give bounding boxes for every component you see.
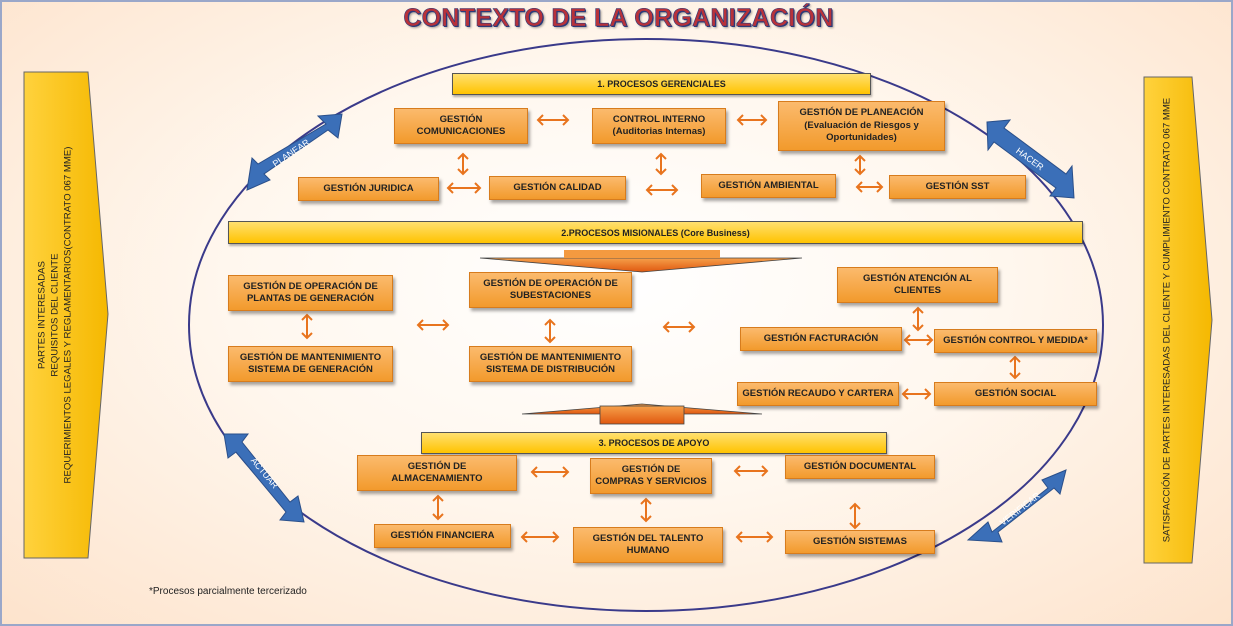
arrow-head: [640, 515, 652, 523]
box-mantenimiento-distribucion: GESTIÓN DE MANTENIMIENTO SISTEMA DE DIST…: [469, 346, 632, 382]
arrow-head: [432, 494, 444, 502]
arrow-head: [432, 513, 444, 521]
arrow-head: [735, 531, 743, 543]
arrow-head: [301, 313, 313, 321]
apoyo-bar: 3. PROCESOS DE APOYO: [421, 432, 887, 454]
box-sst: GESTIÓN SST: [889, 175, 1026, 199]
arrow-head: [544, 318, 556, 326]
arrow-head: [536, 114, 544, 126]
gerenciales-bar: 1. PROCESOS GERENCIALES: [452, 73, 871, 95]
arrow-head: [416, 319, 424, 331]
left-panel-shape: [23, 71, 109, 559]
arrow-head: [760, 114, 768, 126]
left-panel-text: PARTES INTERESADAS REQUISITOS DEL CLIENT…: [36, 146, 74, 484]
arrow-head: [849, 502, 861, 510]
arrow-head: [520, 531, 528, 543]
arrow-head: [457, 168, 469, 176]
arrow-head: [446, 182, 454, 194]
box-comunicaciones: GESTIÓN COMUNICACIONES: [394, 108, 528, 144]
arrow-head: [688, 321, 696, 333]
box-talento-humano: GESTIÓN DEL TALENTO HUMANO: [573, 527, 723, 563]
box-planeacion: GESTIÓN DE PLANEACIÓN (Evaluación de Rie…: [778, 101, 945, 151]
arrow-head: [530, 466, 538, 478]
arrow-head: [854, 154, 866, 162]
arrow-head: [912, 306, 924, 314]
arrow-head: [645, 184, 653, 196]
box-juridica: GESTIÓN JURIDICA: [298, 177, 439, 201]
up-section-arrow-body: [599, 405, 685, 425]
box-compras: GESTIÓN DE COMPRAS Y SERVICIOS: [590, 458, 712, 494]
arrow-head: [733, 465, 741, 477]
arrow-head: [640, 497, 652, 505]
right-panel-shape: [1143, 76, 1213, 564]
arrow-head: [562, 114, 570, 126]
arrow-head: [562, 466, 570, 478]
footnote: *Procesos parcialmente tercerizado: [149, 586, 307, 597]
arrow-head: [849, 522, 861, 530]
box-operacion-plantas: GESTIÓN DE OPERACIÓN DE PLANTAS DE GENER…: [228, 275, 393, 311]
box-recaudo-cartera: GESTIÓN RECAUDO Y CARTERA: [737, 382, 899, 406]
hacer-cycle-arrow: [986, 119, 1075, 199]
arrow-head: [924, 388, 932, 400]
arrow-head: [1009, 372, 1021, 380]
box-calidad: GESTIÓN CALIDAD: [489, 176, 626, 200]
box-financiera: GESTIÓN FINANCIERA: [374, 524, 511, 548]
planear-cycle-arrow: [246, 113, 343, 191]
box-almacenamiento: GESTIÓN DE ALMACENAMIENTO: [357, 455, 517, 491]
context-ring: [188, 38, 1104, 612]
arrow-head: [903, 334, 911, 346]
arrow-head: [901, 388, 909, 400]
actuar-cycle-arrow: [223, 433, 305, 523]
box-control-interno: CONTROL INTERNO (Auditorias Internas): [592, 108, 726, 144]
arrow-head: [1009, 355, 1021, 363]
arrow-head: [457, 152, 469, 160]
down-section-arrow-body: [564, 250, 720, 258]
arrow-head: [474, 182, 482, 194]
right-panel: SATISFACCIÓN DE PARTES INTERESADAS DEL C…: [1144, 77, 1192, 563]
box-facturacion: GESTIÓN FACTURACIÓN: [740, 327, 902, 351]
arrow-head: [655, 152, 667, 160]
box-atencion-clientes: GESTIÓN ATENCIÓN AL CLIENTES: [837, 267, 998, 303]
box-mantenimiento-generacion: GESTIÓN DE MANTENIMIENTO SISTEMA DE GENE…: [228, 346, 393, 382]
arrow-head: [442, 319, 450, 331]
page-title: CONTEXTO DE LA ORGANIZACIÓN: [403, 4, 834, 33]
box-documental: GESTIÓN DOCUMENTAL: [785, 455, 935, 479]
box-control-medida: GESTIÓN CONTROL Y MEDIDA*: [934, 329, 1097, 353]
arrow-head: [544, 336, 556, 344]
arrow-head: [926, 334, 934, 346]
verificar-cycle-arrow: [966, 469, 1067, 543]
arrow-head: [876, 181, 884, 193]
arrow-head: [766, 531, 774, 543]
misionales-bar: 2.PROCESOS MISIONALES (Core Business): [228, 221, 1083, 244]
arrow-head: [662, 321, 670, 333]
box-social: GESTIÓN SOCIAL: [934, 382, 1097, 406]
connector-arrows: [301, 114, 1021, 543]
arrow-head: [552, 531, 560, 543]
arrow-head: [912, 324, 924, 332]
box-sistemas: GESTIÓN SISTEMAS: [785, 530, 935, 554]
arrow-head: [301, 332, 313, 340]
arrow-head: [854, 168, 866, 176]
arrow-head: [671, 184, 679, 196]
right-panel-text: SATISFACCIÓN DE PARTES INTERESADAS DEL C…: [1161, 97, 1173, 543]
arrow-head: [761, 465, 769, 477]
box-ambiental: GESTIÓN AMBIENTAL: [701, 174, 836, 198]
box-operacion-subestaciones: GESTIÓN DE OPERACIÓN DE SUBESTACIONES: [469, 272, 632, 308]
arrow-head: [855, 181, 863, 193]
down-section-arrow: [479, 257, 803, 273]
left-panel: PARTES INTERESADAS REQUISITOS DEL CLIENT…: [24, 72, 88, 558]
arrow-head: [736, 114, 744, 126]
arrow-head: [655, 168, 667, 176]
